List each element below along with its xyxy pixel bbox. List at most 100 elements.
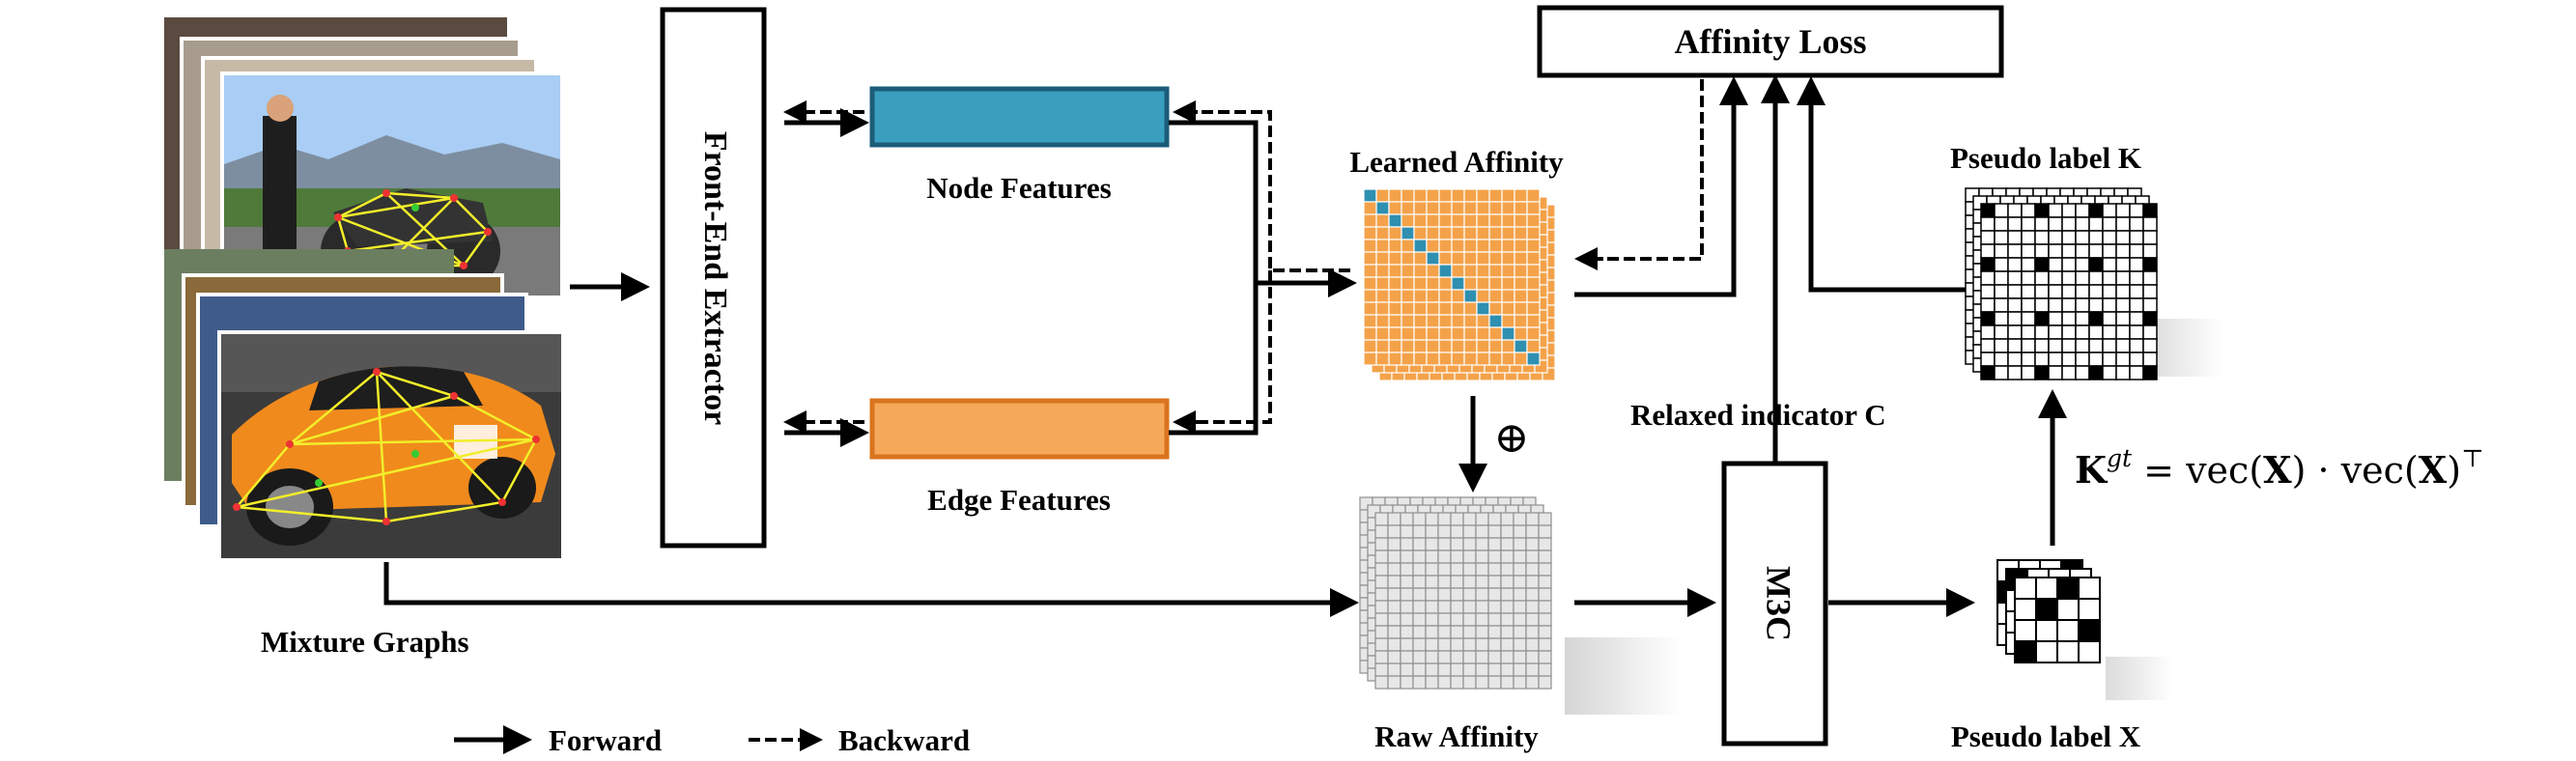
learned-affinity-cell [1426, 226, 1440, 240]
pseudo-k-cell [2129, 230, 2144, 245]
raw-affinity-cell [1387, 512, 1401, 526]
raw-affinity-cell [1500, 637, 1514, 652]
learned-affinity-cell [1413, 326, 1428, 341]
raw-affinity-cell [1374, 512, 1389, 526]
pseudo-k-cell [1994, 230, 2009, 245]
raw-affinity-cell [1387, 625, 1401, 639]
raw-affinity-cell [1374, 587, 1389, 602]
formula-end: ) [2447, 449, 2461, 492]
raw-affinity-cell [1425, 524, 1439, 539]
learned-affinity-cell [1413, 301, 1428, 316]
learned-affinity-cell [1375, 213, 1390, 228]
learned-affinity-matrix [1363, 188, 1556, 381]
learned-affinity-diag-cell [1476, 301, 1490, 316]
pseudo-k-cell [2007, 243, 2023, 259]
raw-affinity-cell [1500, 675, 1514, 690]
pseudo-x-shadow [2106, 657, 2173, 700]
learned-affinity-cell [1476, 264, 1490, 278]
pseudo-k-cell [2048, 284, 2063, 299]
raw-affinity-cell [1374, 637, 1389, 652]
pseudo-k-cell [2115, 365, 2131, 380]
learned-affinity-cell [1501, 352, 1515, 366]
raw-affinity-cell [1412, 562, 1427, 577]
raw-affinity-cell [1500, 550, 1514, 564]
pseudo-k-cell [2142, 284, 2158, 299]
learned-affinity-cell [1526, 264, 1541, 278]
pseudo-k-cell [2021, 324, 2036, 340]
raw-affinity-cell [1412, 600, 1427, 614]
raw-affinity-cell [1538, 512, 1552, 526]
raw-affinity-cell [1425, 625, 1439, 639]
pseudo-k-cell [2048, 270, 2063, 286]
pseudo-k-filled-cell [1980, 311, 1996, 326]
pseudo-k-cell [2075, 216, 2090, 232]
raw-affinity-cell [1450, 650, 1464, 664]
raw-affinity-cell [1374, 650, 1389, 664]
raw-affinity-cell [1475, 612, 1489, 627]
raw-affinity-cell [1450, 524, 1464, 539]
raw-affinity-cell [1462, 650, 1477, 664]
pseudo-k-cell [2102, 270, 2117, 286]
learned-affinity-cell [1463, 264, 1478, 278]
learned-affinity-cell [1388, 188, 1402, 203]
pseudo-k-cell [1994, 216, 2009, 232]
pseudo-k-filled-cell [2034, 311, 2050, 326]
pseudo-k-cell [2142, 297, 2158, 313]
pseudo-k-filled-cell [2142, 257, 2158, 272]
mixture-graphs-label: Mixture Graphs [261, 625, 469, 659]
pseudo-k-filled-cell [2088, 365, 2104, 380]
learned-affinity-cell [1438, 314, 1453, 328]
raw-affinity-cell [1487, 550, 1502, 564]
learned-affinity-cell [1401, 326, 1415, 341]
learned-affinity-cell [1413, 314, 1428, 328]
learned-affinity-diag-cell [1526, 352, 1541, 366]
learned-affinity-cell [1488, 213, 1503, 228]
learned-affinity-cell [1514, 314, 1528, 328]
raw-affinity-cell [1513, 625, 1527, 639]
pseudo-k-cell [2115, 352, 2131, 367]
raw-affinity-cell [1425, 537, 1439, 551]
raw-affinity-cell [1387, 575, 1401, 589]
learned-affinity-cell [1375, 352, 1390, 366]
raw-affinity-cell [1425, 512, 1439, 526]
raw-affinity-cell [1538, 562, 1552, 577]
pseudo-x-cell [2078, 598, 2101, 621]
pseudo-k-filled-cell [1980, 257, 1996, 272]
pseudo-k-cell [2115, 311, 2131, 326]
learned-affinity-diag-cell [1501, 326, 1515, 341]
learned-affinity-cell [1388, 239, 1402, 253]
learned-affinity-cell [1463, 339, 1478, 353]
raw-affinity-cell [1374, 524, 1389, 539]
pseudo-k-cell [2061, 284, 2077, 299]
learned-affinity-cell [1438, 213, 1453, 228]
pseudo-k-cell [2088, 284, 2104, 299]
learned-affinity-cell [1451, 213, 1465, 228]
raw-affinity-cell [1400, 612, 1414, 627]
raw-affinity-cell [1400, 550, 1414, 564]
pseudo-k-cell [2034, 230, 2050, 245]
pseudo-x-cell [2078, 577, 2101, 600]
pseudo-k-cell [2007, 338, 2023, 353]
pseudo-k-cell [2115, 203, 2131, 218]
raw-affinity-cell [1374, 612, 1389, 627]
raw-affinity-cell [1425, 550, 1439, 564]
learned-affinity-cell [1388, 251, 1402, 266]
learned-affinity-cell [1375, 339, 1390, 353]
learned-affinity-cell [1438, 326, 1453, 341]
raw-affinity-cell [1425, 637, 1439, 652]
learned-affinity-cell [1501, 339, 1515, 353]
raw-affinity-cell [1475, 637, 1489, 652]
learned-affinity-cell [1501, 289, 1515, 303]
raw-affinity-cell [1475, 562, 1489, 577]
learned-affinity-cell [1501, 314, 1515, 328]
learned-affinity-cell [1501, 301, 1515, 316]
learned-affinity-cell [1514, 251, 1528, 266]
learned-affinity-cell [1488, 264, 1503, 278]
pseudo-x-cell [2035, 619, 2058, 642]
learned-affinity-cell [1488, 188, 1503, 203]
pseudo-k-cell [2088, 230, 2104, 245]
pseudo-k-cell [2142, 324, 2158, 340]
raw-affinity-cell [1412, 524, 1427, 539]
raw-affinity-cell [1538, 612, 1552, 627]
legend-backward-label: Backward [838, 723, 970, 757]
